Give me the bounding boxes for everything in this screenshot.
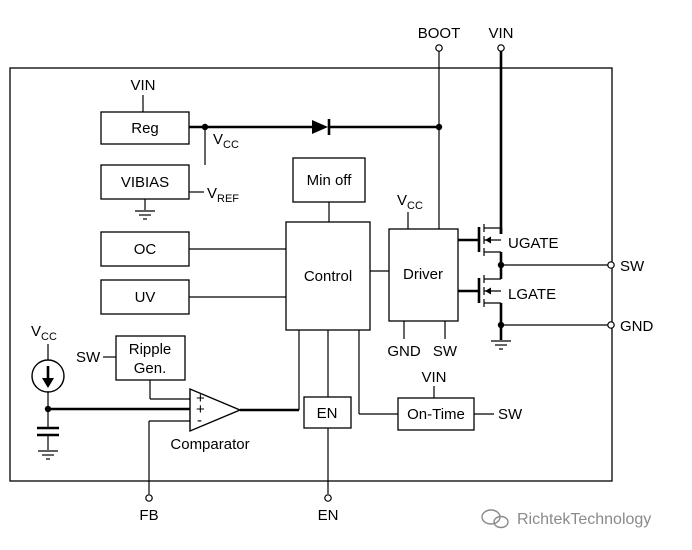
vref-label: VREF <box>207 185 239 205</box>
comparator-symbol <box>189 387 242 433</box>
comparator-minus: - <box>197 412 202 429</box>
high-side-mosfet <box>477 224 501 256</box>
min-off-block <box>292 157 366 203</box>
ground-symbol-vibias <box>135 210 155 220</box>
driver-label: Driver <box>403 266 443 283</box>
driver-gnd-label: GND <box>387 343 421 360</box>
vin-pin-label: VIN <box>488 25 513 42</box>
vcc-label-reg: VCC <box>213 131 239 151</box>
lgate-label: LGATE <box>508 286 556 303</box>
ripple-gen-label-2: Gen. <box>134 360 167 377</box>
boot-pin <box>435 44 443 52</box>
control-label: Control <box>304 268 352 285</box>
reg-vin-label: VIN <box>130 77 155 94</box>
driver-block <box>388 228 459 322</box>
comparator-plus-2: + <box>196 401 205 418</box>
sw-pin-label: SW <box>620 258 645 275</box>
oc-label: OC <box>134 241 157 258</box>
capacitor <box>37 426 59 437</box>
comparator-label: Comparator <box>170 436 249 453</box>
sw-pin <box>607 261 615 269</box>
en-block-label: EN <box>317 405 338 422</box>
on-time-block <box>397 397 475 431</box>
min-off-label: Min off <box>307 172 353 189</box>
fb-pin-label: FB <box>139 507 158 524</box>
driver-sw-label: SW <box>433 343 458 360</box>
vcc-label-source: VCC <box>31 323 57 343</box>
uv-label: UV <box>135 289 156 306</box>
chip-outline <box>9 67 613 482</box>
en-pin <box>324 494 332 502</box>
gnd-pin <box>607 321 615 329</box>
ripple-sw-label: SW <box>76 349 101 366</box>
ground-symbol-output <box>491 340 511 350</box>
en-pin-label: EN <box>318 507 339 524</box>
reg-block <box>100 111 190 145</box>
boot-pin-label: BOOT <box>418 25 461 42</box>
vibias-label: VIBIAS <box>121 174 169 191</box>
vin-pin <box>497 44 505 52</box>
on-time-sw-label: SW <box>498 406 523 423</box>
on-time-label: On-Time <box>407 406 465 423</box>
low-side-mosfet <box>477 275 501 307</box>
vcc-label-driver: VCC <box>397 192 423 212</box>
watermark-text: RichtekTechnology <box>517 511 651 528</box>
fb-pin <box>145 494 153 502</box>
wechat-icon <box>481 509 509 529</box>
comparator-plus-1: + <box>196 390 205 407</box>
ripple-gen-label-1: Ripple <box>129 341 172 358</box>
gnd-pin-label: GND <box>620 318 654 335</box>
on-time-vin-label: VIN <box>421 369 446 386</box>
control-block <box>285 221 371 331</box>
reg-label: Reg <box>131 120 159 137</box>
uv-block <box>100 279 190 315</box>
ground-symbol-cap <box>38 450 58 460</box>
watermark: RichtekTechnology <box>481 509 651 529</box>
boot-diode <box>312 120 328 134</box>
ugate-label: UGATE <box>508 235 559 252</box>
